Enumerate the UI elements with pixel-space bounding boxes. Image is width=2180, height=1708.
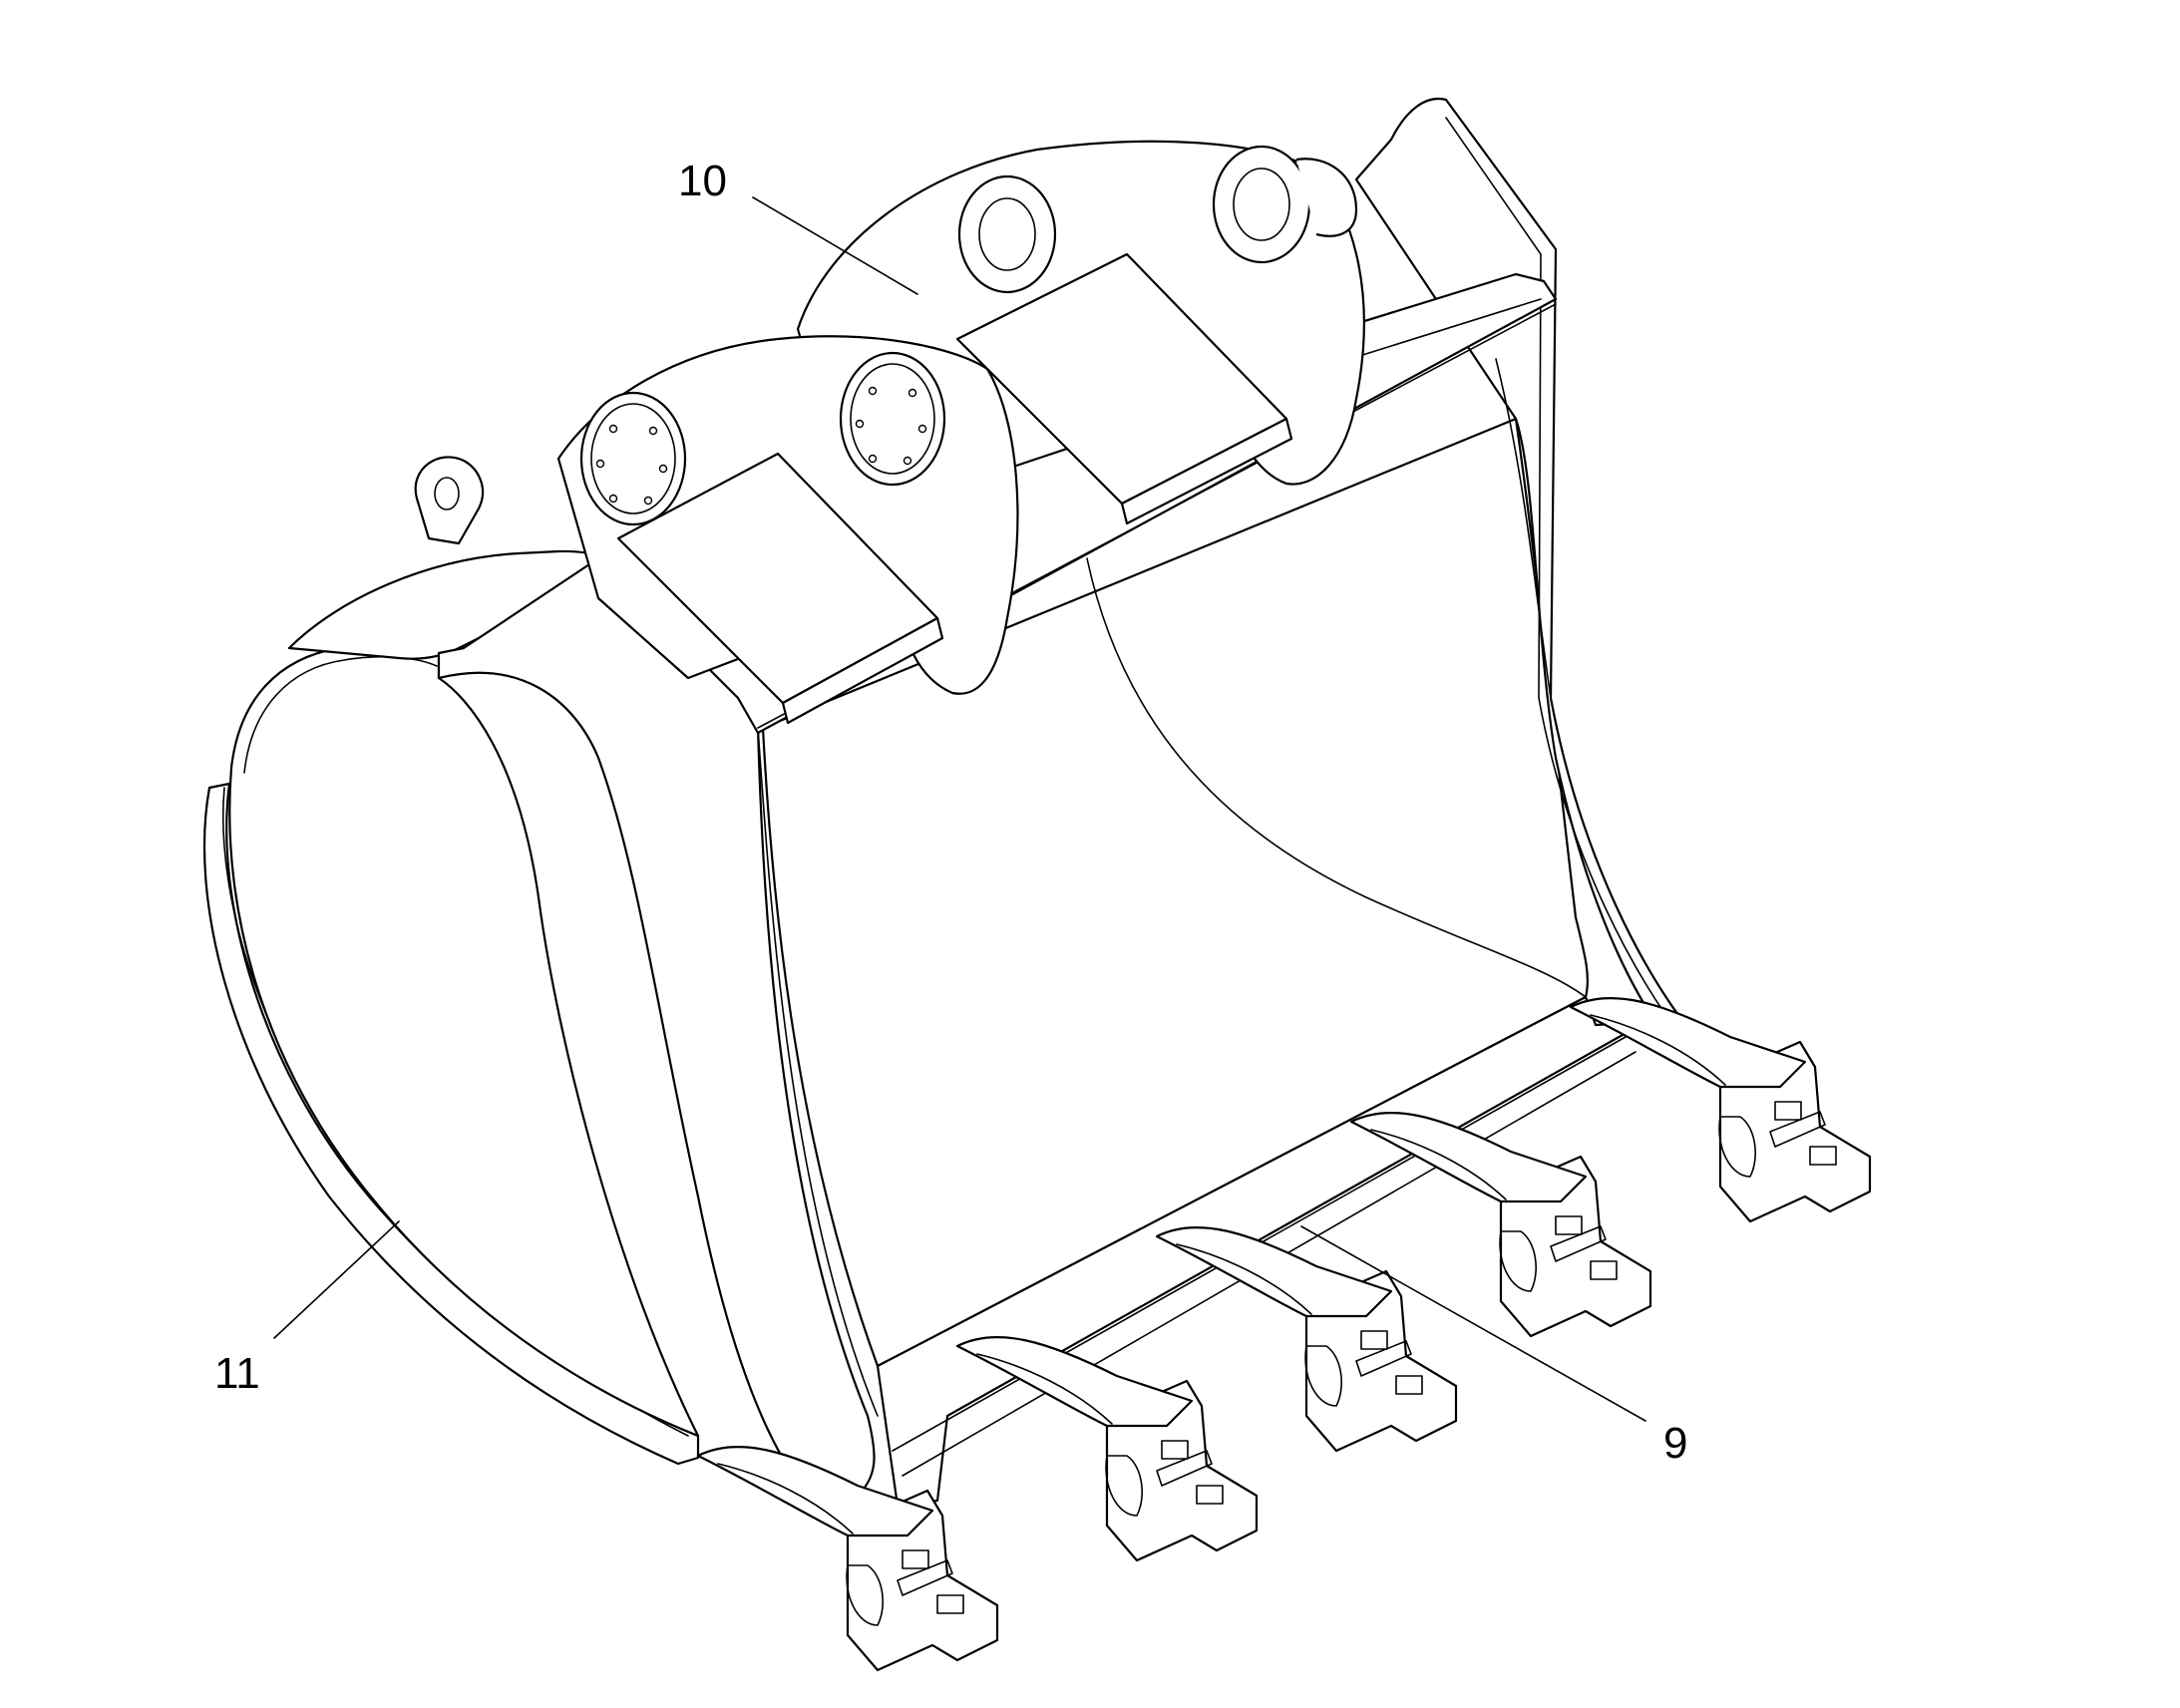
pin-boss-back-left xyxy=(957,174,1057,294)
bucket-teeth xyxy=(696,996,1872,1672)
bucket-tooth xyxy=(1155,1225,1458,1453)
pin-front-right xyxy=(839,351,946,487)
bucket-tooth xyxy=(1349,1111,1652,1338)
bucket-tooth xyxy=(696,1445,999,1672)
callout-label-9: 9 xyxy=(1663,1419,1687,1468)
callout-9: 9 xyxy=(1300,1225,1687,1468)
callout-10: 10 xyxy=(678,157,918,295)
pin-front-left xyxy=(579,391,687,526)
callout-label-10: 10 xyxy=(678,157,727,205)
callout-label-11: 11 xyxy=(214,1349,260,1398)
pin-boss-back-right xyxy=(1212,145,1358,264)
lifting-eye xyxy=(414,456,485,545)
side-wear-plate xyxy=(202,782,700,1466)
callout-11: 11 xyxy=(214,1220,400,1398)
upper-hinge-frame xyxy=(414,140,1365,725)
bucket-tooth xyxy=(1569,996,1872,1223)
bucket-tooth xyxy=(955,1335,1259,1562)
